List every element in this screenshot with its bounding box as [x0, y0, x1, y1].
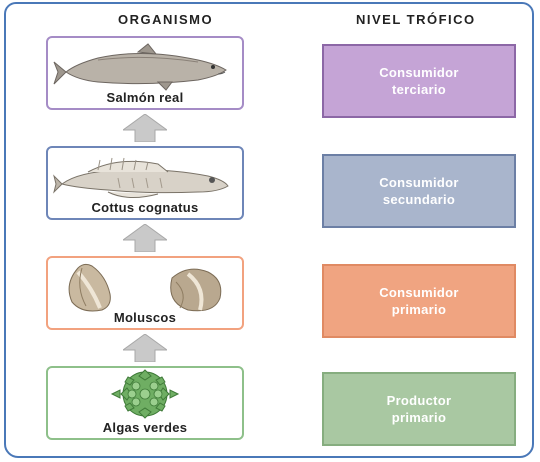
organism-label: Salmón real	[48, 90, 242, 105]
trophic-level-secondary: Consumidor secundario	[322, 154, 516, 228]
trophic-level-primary-consumer: Consumidor primario	[322, 264, 516, 338]
trophic-level-label: Productor primario	[387, 392, 452, 426]
arrow-up-icon	[123, 114, 167, 142]
arrow-up-icon	[123, 334, 167, 362]
trophic-level-label: Consumidor secundario	[379, 174, 459, 208]
trophic-level-tertiary: Consumidor terciario	[322, 44, 516, 118]
organism-box-algae: Algas verdes	[46, 366, 244, 440]
header-trophic-level: NIVEL TRÓFICO	[356, 12, 476, 27]
organism-box-mollusks: Moluscos	[46, 256, 244, 330]
snail-shells-icon	[48, 258, 242, 314]
salmon-icon	[48, 38, 242, 94]
sculpin-fish-icon	[48, 148, 242, 204]
green-algae-icon	[48, 368, 242, 424]
trophic-level-label: Consumidor primario	[379, 284, 459, 318]
organism-label: Moluscos	[48, 310, 242, 325]
organism-label: Algas verdes	[48, 420, 242, 435]
arrow-up-icon	[123, 224, 167, 252]
organism-box-salmon: Salmón real	[46, 36, 244, 110]
organism-box-cottus: Cottus cognatus	[46, 146, 244, 220]
header-organism: ORGANISMO	[118, 12, 213, 27]
trophic-level-producer: Productor primario	[322, 372, 516, 446]
organism-label: Cottus cognatus	[48, 200, 242, 215]
trophic-level-label: Consumidor terciario	[379, 64, 459, 98]
